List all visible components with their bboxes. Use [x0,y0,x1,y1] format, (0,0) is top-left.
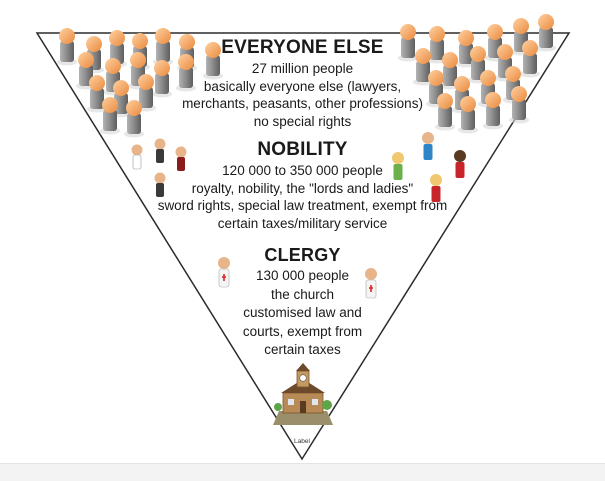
noble-figure-icon [430,174,442,202]
tier-line: royalty, nobility, the "lords and ladies… [191,180,414,196]
noble-figure-icon [154,172,166,197]
tier-line: courts, exempt from [242,323,363,339]
nobility-figures-left [131,138,187,197]
footer-strip [0,463,605,481]
tier-everyone-else: EVERYONE ELSE 27 million people basicall… [0,36,605,130]
pyramid-outline [35,32,571,461]
tier-title: EVERYONE ELSE [221,37,384,58]
tier-nobility: NOBILITY 120 000 to 350 000 people royal… [0,138,605,232]
cleric-figure-icon [218,257,230,288]
tier-line: certain taxes [264,342,341,357]
noble-figure-icon [175,146,187,171]
tier-clergy: CLERGY 130 000 people the church customi… [0,243,605,360]
nobility-figures-right [392,132,466,202]
tier-line: merchants, peasants, other professions) [182,96,423,111]
tier-title: NOBILITY [257,139,348,160]
tier-line: basically everyone else (lawyers, [203,78,402,94]
tier-line: certain taxes/military service [217,215,388,231]
tier-line: sword rights, special law treatment, exe… [157,198,448,213]
church-label: Label [294,438,310,445]
noble-figure-icon [422,132,434,160]
noble-figure-icon [454,150,466,178]
tier-line: the church [270,286,335,302]
tier-line: 120 000 to 350 000 people [222,163,383,178]
noble-figure-icon [392,152,404,180]
noble-figure-icon [131,144,143,170]
cleric-figure-icon [365,268,377,299]
tier-line: 130 000 people [255,268,350,283]
noble-figure-icon [154,138,166,163]
church-icon: Label [273,363,333,445]
tier-line: no special rights [253,113,352,129]
tier-line: 27 million people [251,61,354,76]
tier-title: CLERGY [264,245,341,265]
tier-line: customised law and [243,305,362,320]
